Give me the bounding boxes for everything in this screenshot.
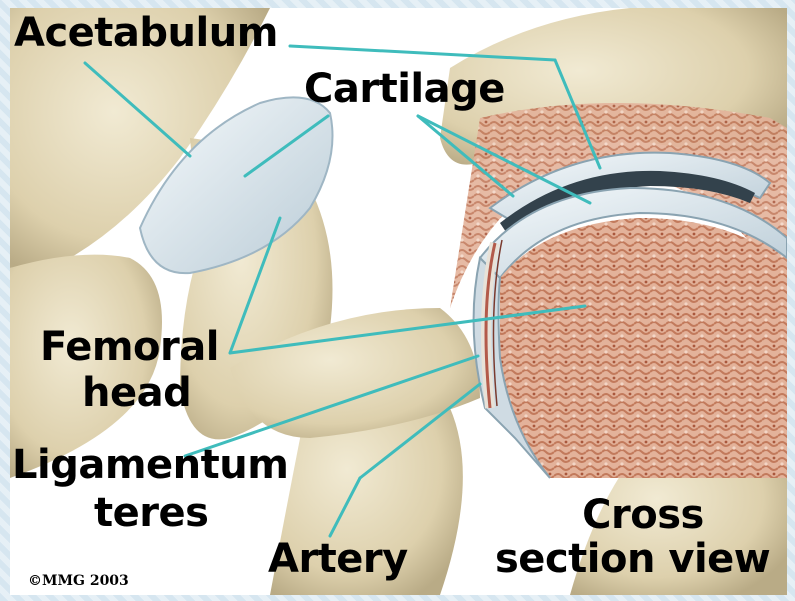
- hip-joint-illustration: Acetabulum Cartilage Femoral head Ligame…: [10, 8, 787, 595]
- label-artery: Artery: [268, 538, 408, 580]
- copyright-notice: ©MMG 2003: [28, 574, 129, 589]
- label-acetabulum: Acetabulum: [14, 12, 278, 54]
- label-ligamentum-line1: Ligamentum: [12, 444, 288, 486]
- label-femoral-head-line2: head: [82, 372, 191, 414]
- label-femoral-head-line1: Femoral: [40, 326, 219, 368]
- label-cross-line1: Cross: [578, 494, 708, 536]
- label-cross-line2: section view: [495, 538, 770, 580]
- label-cartilage: Cartilage: [304, 68, 505, 110]
- label-ligamentum-line2: teres: [94, 492, 208, 534]
